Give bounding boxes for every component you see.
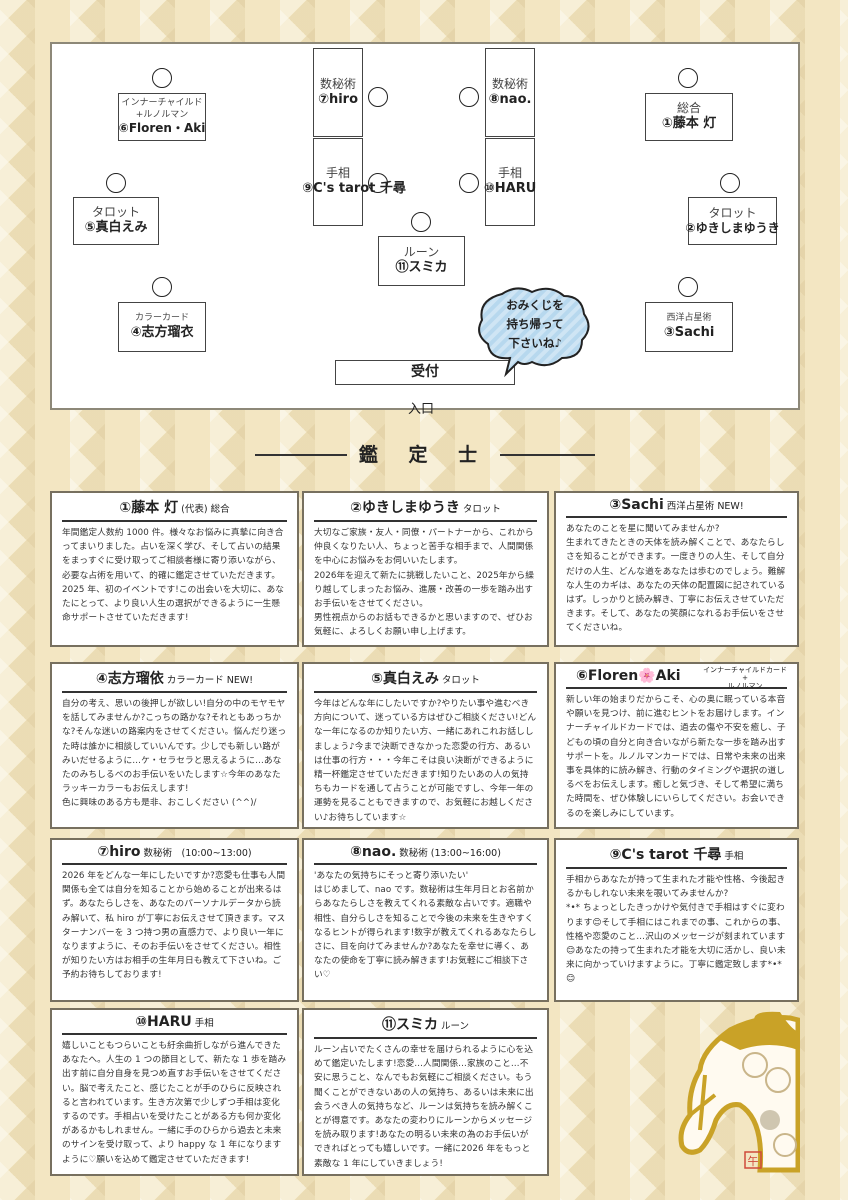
booth-5: タロット ⑤真白えみ bbox=[73, 197, 159, 245]
seat-icon bbox=[678, 68, 698, 88]
booth-genre: 手相 bbox=[325, 166, 350, 181]
booth-8: 数秘術 ⑧nao. bbox=[485, 48, 535, 137]
card-name: ⑨C's tarot 千尋 bbox=[609, 847, 722, 863]
booth-name: ①藤本 灯 bbox=[661, 116, 717, 132]
fortune-teller-card: ⑧nao.数秘術 (13:00~16:00) 'あなたの気持ちにそっと寄り添いた… bbox=[302, 838, 549, 1002]
seat-icon bbox=[459, 87, 479, 107]
divider bbox=[255, 454, 347, 456]
card-body: 'あなたの気持ちにそっと寄り添いたい' はじめまして、nao です。数秘術は生年… bbox=[314, 871, 537, 981]
card-genre: カラーカード NEW! bbox=[166, 675, 254, 686]
card-name: ⑤真白えみ bbox=[371, 671, 439, 687]
horse-illustration-icon: 午 bbox=[678, 1011, 800, 1173]
seat-icon bbox=[411, 212, 431, 232]
booth-genre: タロット bbox=[708, 206, 757, 220]
reception-desk: 受付 bbox=[335, 360, 515, 385]
booth-6: インナーチャイルド +ルノルマン ⑥Floren・Aki bbox=[118, 93, 206, 141]
fortune-teller-card: ①藤本 灯(代表) 総合 年間鑑定人数約 1000 件。様々なお悩みに真摯に向き… bbox=[50, 491, 299, 647]
booth-genre: 手相 bbox=[497, 166, 522, 181]
speech-bubble-icon bbox=[478, 287, 590, 378]
fortune-teller-card: ⑤真白えみタロット 今年はどんな年にしたいですか?やりたい事や進むべき方向につい… bbox=[302, 662, 549, 829]
card-genre: タロット bbox=[462, 504, 501, 515]
fortune-teller-card: ⑨C's tarot 千尋手相 手相からあなたが持って生まれた才能や性格、今後起… bbox=[554, 838, 799, 1002]
booth-3: 西洋占星術 ③Sachi bbox=[645, 302, 733, 352]
booth-name: ⑤真白えみ bbox=[84, 220, 148, 236]
booth-name: ⑨C's tarot 千尋 bbox=[302, 181, 406, 197]
card-body: ルーン占いでたくさんの幸せを届けられるように心を込めて鑑定いたします!恋愛…人間… bbox=[314, 1045, 534, 1169]
seat-icon bbox=[152, 68, 172, 88]
booth-name: ⑩HARU bbox=[483, 181, 537, 197]
booth-name: ⑧nao. bbox=[488, 91, 532, 107]
card-body: 2026 年をどんな一年にしたいですか?恋愛も仕事も人間関係も全ては自分を知るこ… bbox=[62, 871, 286, 981]
section-title: 鑑 定 士 bbox=[358, 444, 490, 466]
booth-name: ⑦hiro bbox=[317, 91, 359, 107]
divider bbox=[500, 454, 595, 456]
card-name: ①藤本 灯 bbox=[119, 500, 179, 516]
card-genre: ルーン bbox=[440, 1021, 470, 1032]
card-body: あなたのことを星に聞いてみませんか? 生まれてきたときの天体を読み解くことで、あ… bbox=[566, 524, 786, 634]
seat-icon bbox=[368, 87, 388, 107]
card-body: 新しい年の始まりだからこそ、心の奥に眠っている本音や願いを見つけ、前に進むヒント… bbox=[566, 695, 786, 819]
seat-icon bbox=[368, 173, 388, 193]
card-name: ④志方瑠依 bbox=[95, 671, 164, 687]
booth-4: カラーカード ④志方瑠衣 bbox=[118, 302, 206, 352]
card-genre: 西洋占星術 NEW! bbox=[666, 501, 744, 512]
booth-name: ②ゆきしまゆうき bbox=[685, 221, 780, 235]
booth-genre: ルーン bbox=[403, 245, 440, 260]
card-genre: 手相 bbox=[194, 1018, 214, 1029]
booth-genre: カラーカード bbox=[134, 313, 189, 324]
card-genre: (代表) 総合 bbox=[181, 504, 230, 515]
seat-icon bbox=[106, 173, 126, 193]
card-genre: 数秘術 (13:00~16:00) bbox=[399, 848, 501, 859]
booth-10: 手相 ⑩HARU bbox=[483, 138, 537, 226]
card-body: 大切なご家族・友人・同僚・パートナーから、これから仲良くなりたい人、ちょっと苦手… bbox=[314, 528, 534, 638]
fortune-teller-card: ⑪スミカルーン ルーン占いでたくさんの幸せを届けられるように心を込めて鑑定いたし… bbox=[302, 1008, 549, 1176]
fortune-teller-card: ④志方瑠依カラーカード NEW! 自分の考え、思いの後押しが欲しい!自分の中のモ… bbox=[50, 662, 299, 829]
seat-icon bbox=[678, 277, 698, 297]
booth-genre: タロット bbox=[91, 205, 140, 220]
seat-icon bbox=[720, 173, 740, 193]
booth-genre: インナーチャイルド +ルノルマン bbox=[121, 97, 203, 120]
booth-7: 数秘術 ⑦hiro bbox=[313, 48, 363, 137]
seat-icon bbox=[152, 277, 172, 297]
card-name: ②ゆきしまゆうき bbox=[350, 500, 460, 516]
fortune-teller-card: ⑥Floren🌸Aki インナーチャイルドカード + ルノルマン 新しい年の始まり… bbox=[554, 662, 799, 829]
booth-genre: 西洋占星術 bbox=[666, 313, 712, 324]
card-body: 年間鑑定人数約 1000 件。様々なお悩みに真摯に向き合ってまいりました。占いを… bbox=[62, 528, 285, 624]
fortune-teller-card: ②ゆきしまゆうきタロット 大切なご家族・友人・同僚・パートナーから、これから仲良… bbox=[302, 491, 549, 647]
booth-1: 総合 ①藤本 灯 bbox=[645, 93, 733, 141]
entrance-label: 入口 bbox=[408, 402, 435, 417]
card-name: ⑧nao. bbox=[350, 844, 397, 860]
booth-genre: 総合 bbox=[676, 101, 701, 116]
booth-name: ⑪スミカ bbox=[395, 260, 448, 276]
booth-genre: 数秘術 bbox=[319, 76, 356, 91]
bubble-text: おみくじを 持ち帰って 下さいね♪ bbox=[506, 298, 564, 350]
booth-genre: 数秘術 bbox=[491, 76, 528, 91]
card-body: 嬉しいこともつらいことも紆余曲折しながら進んできたあなたへ。人生の 1 つの節目… bbox=[62, 1041, 287, 1165]
card-name: ③Sachi bbox=[609, 497, 664, 513]
seal-stamp: 午 bbox=[748, 1155, 759, 1168]
card-name: ⑩HARU bbox=[135, 1014, 192, 1030]
booth-11: ルーン ⑪スミカ bbox=[378, 236, 465, 286]
reception-label: 受付 bbox=[411, 363, 439, 380]
card-body: 手相からあなたが持って生まれた才能や性格、今後起きるかもしれない未来を覗いてみま… bbox=[566, 875, 786, 985]
card-genre: インナーチャイルドカード + ルノルマン bbox=[703, 666, 787, 690]
booth-name: ④志方瑠衣 bbox=[130, 324, 194, 340]
card-genre: タロット bbox=[441, 675, 480, 686]
booth-name: ③Sachi bbox=[663, 324, 715, 340]
booth-9: 手相 ⑨C's tarot 千尋 bbox=[302, 138, 406, 226]
booth-name: ⑥Floren・Aki bbox=[118, 121, 206, 136]
card-name: ⑦hiro bbox=[97, 844, 141, 860]
card-body: 自分の考え、思いの後押しが欲しい!自分の中のモヤモヤを話してみませんか?こっちの… bbox=[62, 699, 287, 809]
card-name: ⑥Floren🌸Aki bbox=[576, 668, 681, 684]
card-genre: 手相 bbox=[724, 851, 744, 862]
card-body: 今年はどんな年にしたいですか?やりたい事や進むべき方向について、迷っている方はぜ… bbox=[314, 699, 537, 823]
booth-2: タロット ②ゆきしまゆうき bbox=[685, 197, 780, 245]
card-genre: 数秘術 (10:00~13:00) bbox=[143, 848, 252, 859]
card-name: ⑪スミカ bbox=[381, 1017, 438, 1033]
seat-icon bbox=[459, 173, 479, 193]
